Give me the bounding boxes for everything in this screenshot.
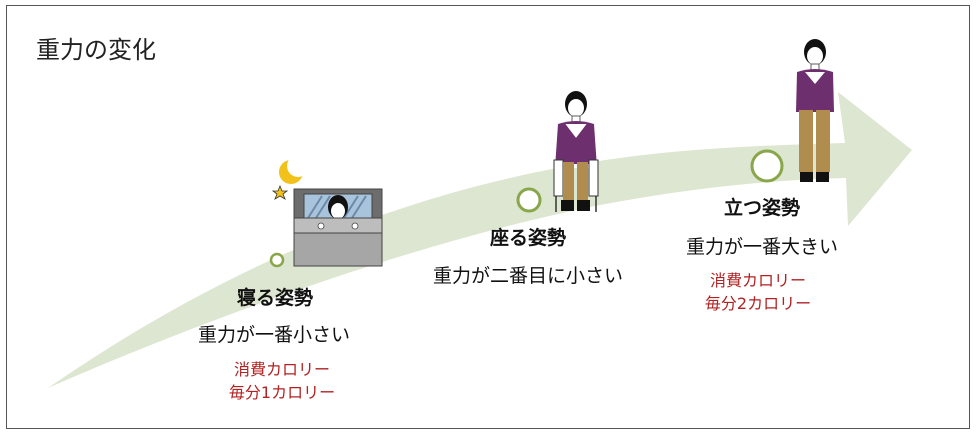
sleeping-person [328, 195, 348, 219]
calorie-value: 毎分2カロリー [704, 294, 812, 313]
progress-arrow [48, 92, 912, 388]
standing-person [796, 39, 834, 182]
moon-icon [279, 155, 309, 184]
stage-marker-large [750, 149, 784, 183]
calorie-value: 毎分1カロリー [228, 383, 336, 402]
stage-marker-small [269, 252, 285, 268]
gravity-label-sitting: 重力が二番目に小さい [432, 265, 624, 287]
stage-marker-medium [516, 187, 542, 213]
calorie-label-standing: 消費カロリー 毎分2カロリー [705, 269, 811, 315]
star-icon [271, 184, 289, 200]
posture-label-lying: 寝る姿勢 [236, 287, 314, 309]
bed-illustration [293, 188, 383, 267]
calorie-label-lying: 消費カロリー 毎分1カロリー [229, 358, 335, 404]
calorie-heading: 消費カロリー [709, 271, 806, 290]
posture-label-sitting: 座る姿勢 [489, 227, 567, 249]
gravity-label-lying: 重力が一番小さい [197, 324, 351, 346]
calorie-heading: 消費カロリー [233, 360, 330, 379]
diagram-title: 重力の変化 [36, 36, 156, 64]
sitting-person [553, 91, 599, 212]
gravity-label-standing: 重力が一番大きい [685, 236, 839, 258]
posture-label-standing: 立つ姿勢 [723, 197, 801, 219]
